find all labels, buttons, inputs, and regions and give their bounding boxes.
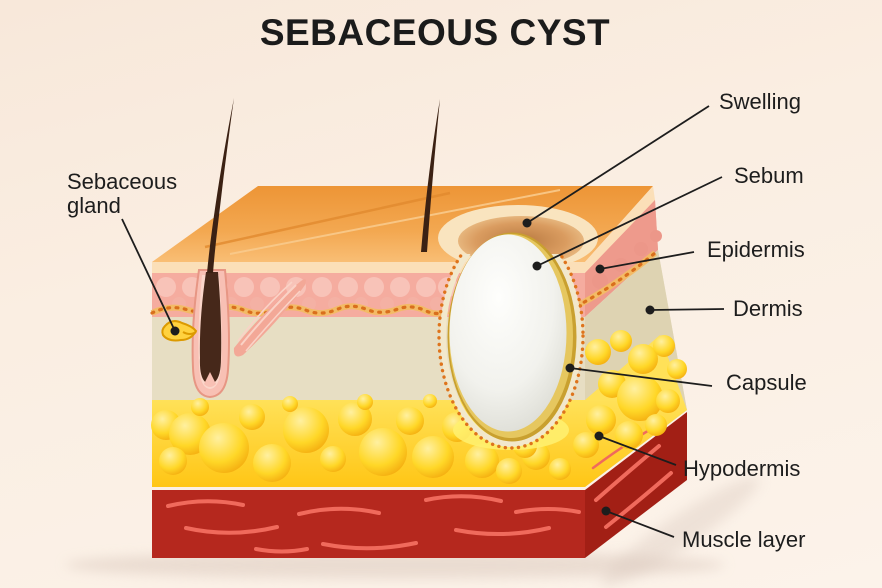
leader-sebum xyxy=(532,176,723,271)
cyst-sebum-body xyxy=(449,234,567,432)
leader-epidermis xyxy=(595,251,695,274)
leader-lines xyxy=(121,105,725,538)
label-sebaceous-gland: Sebaceous gland xyxy=(67,169,178,218)
surface-edge-strip xyxy=(152,186,655,273)
arrector-pili-muscle xyxy=(233,279,306,357)
hair-middle xyxy=(421,99,440,252)
hair-follicle xyxy=(191,269,230,399)
leader-dermis xyxy=(645,305,725,315)
label-muscle-layer: Muscle layer xyxy=(682,527,806,552)
leader-sebaceous-gland xyxy=(121,218,180,336)
label-epidermis: Epidermis xyxy=(707,237,805,262)
label-capsule: Capsule xyxy=(726,370,807,395)
page-title: SEBACEOUS CYST xyxy=(259,12,611,53)
leader-capsule xyxy=(565,363,713,387)
fat-globules xyxy=(151,330,687,484)
label-sebum: Sebum xyxy=(734,163,804,188)
leader-muscle-layer xyxy=(601,506,675,538)
leader-hypodermis xyxy=(594,431,677,466)
muscle-fibers xyxy=(166,427,673,554)
label-swelling: Swelling xyxy=(719,89,801,114)
label-dermis: Dermis xyxy=(733,296,803,321)
cyst-dotted-membrane xyxy=(437,254,585,450)
muscle-layer-shape xyxy=(152,412,687,558)
hair-left xyxy=(207,98,234,273)
label-hypodermis: Hypodermis xyxy=(683,456,801,481)
skin-surface xyxy=(152,186,653,271)
leader-swelling xyxy=(522,105,710,228)
cyst xyxy=(437,232,585,450)
